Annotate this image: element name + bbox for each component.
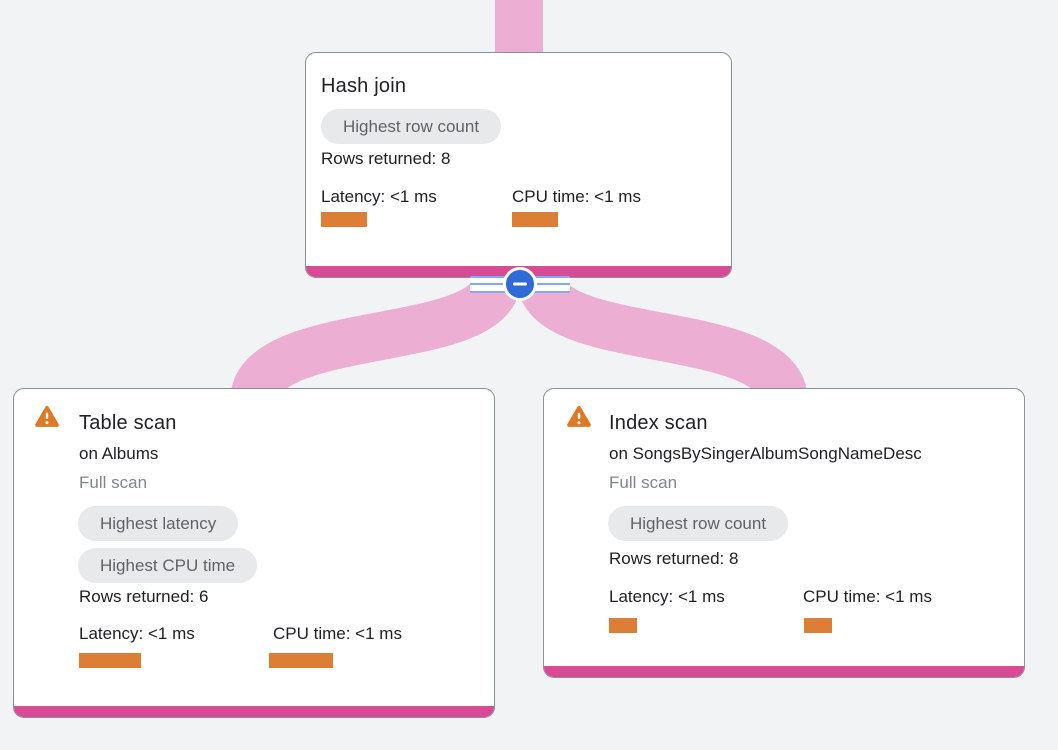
scan-type-text: Full scan (79, 473, 148, 492)
cpu-time-label: CPU time: <1 ms (273, 624, 402, 643)
node-target-text: on Albums (79, 444, 159, 463)
cpu-time-bar (804, 618, 832, 633)
rows-returned-text: Rows returned: 8 (609, 549, 739, 568)
collapse-node-button[interactable] (503, 267, 537, 301)
edge-parent-trunk (495, 0, 543, 60)
scan-type-text: Full scan (609, 473, 678, 492)
latency-label: Latency: <1 ms (321, 187, 437, 206)
badge-highest-row-count: Highest row count (608, 506, 789, 541)
latency-label: Latency: <1 ms (79, 624, 195, 643)
latency-label: Latency: <1 ms (609, 587, 725, 606)
node-title: Hash join (321, 75, 407, 97)
node-title: Table scan (79, 412, 177, 434)
node-title: Index scan (609, 412, 708, 434)
edge-hashjoin-to-tablescan (230, 274, 521, 406)
minus-icon (513, 282, 527, 286)
rows-returned-text: Rows returned: 8 (321, 149, 451, 168)
plan-node-hash-join[interactable]: Hash join Highest row count Rows returne… (305, 52, 732, 278)
plan-node-table-scan[interactable]: Table scan on Albums Full scan Highest l… (13, 388, 495, 718)
badge-highest-latency: Highest latency (78, 506, 239, 541)
cpu-time-bar (269, 653, 333, 668)
latency-bar (79, 653, 141, 668)
node-accent-bar (14, 706, 494, 717)
badge-highest-cpu-time: Highest CPU time (78, 548, 258, 583)
warning-icon (567, 405, 591, 427)
warning-icon (35, 405, 59, 427)
latency-bar (321, 212, 367, 227)
cpu-time-label: CPU time: <1 ms (512, 187, 641, 206)
plan-node-index-scan[interactable]: Index scan on SongsBySingerAlbumSongName… (543, 388, 1025, 678)
node-target-text: on SongsBySingerAlbumSongNameDesc (609, 444, 922, 463)
node-accent-bar (544, 666, 1024, 677)
rows-returned-text: Rows returned: 6 (79, 587, 209, 606)
cpu-time-bar (512, 212, 558, 227)
cpu-time-label: CPU time: <1 ms (803, 587, 932, 606)
latency-bar (609, 618, 637, 633)
badge-highest-row-count: Highest row count (321, 109, 502, 144)
edge-hashjoin-to-indexscan (517, 274, 808, 406)
